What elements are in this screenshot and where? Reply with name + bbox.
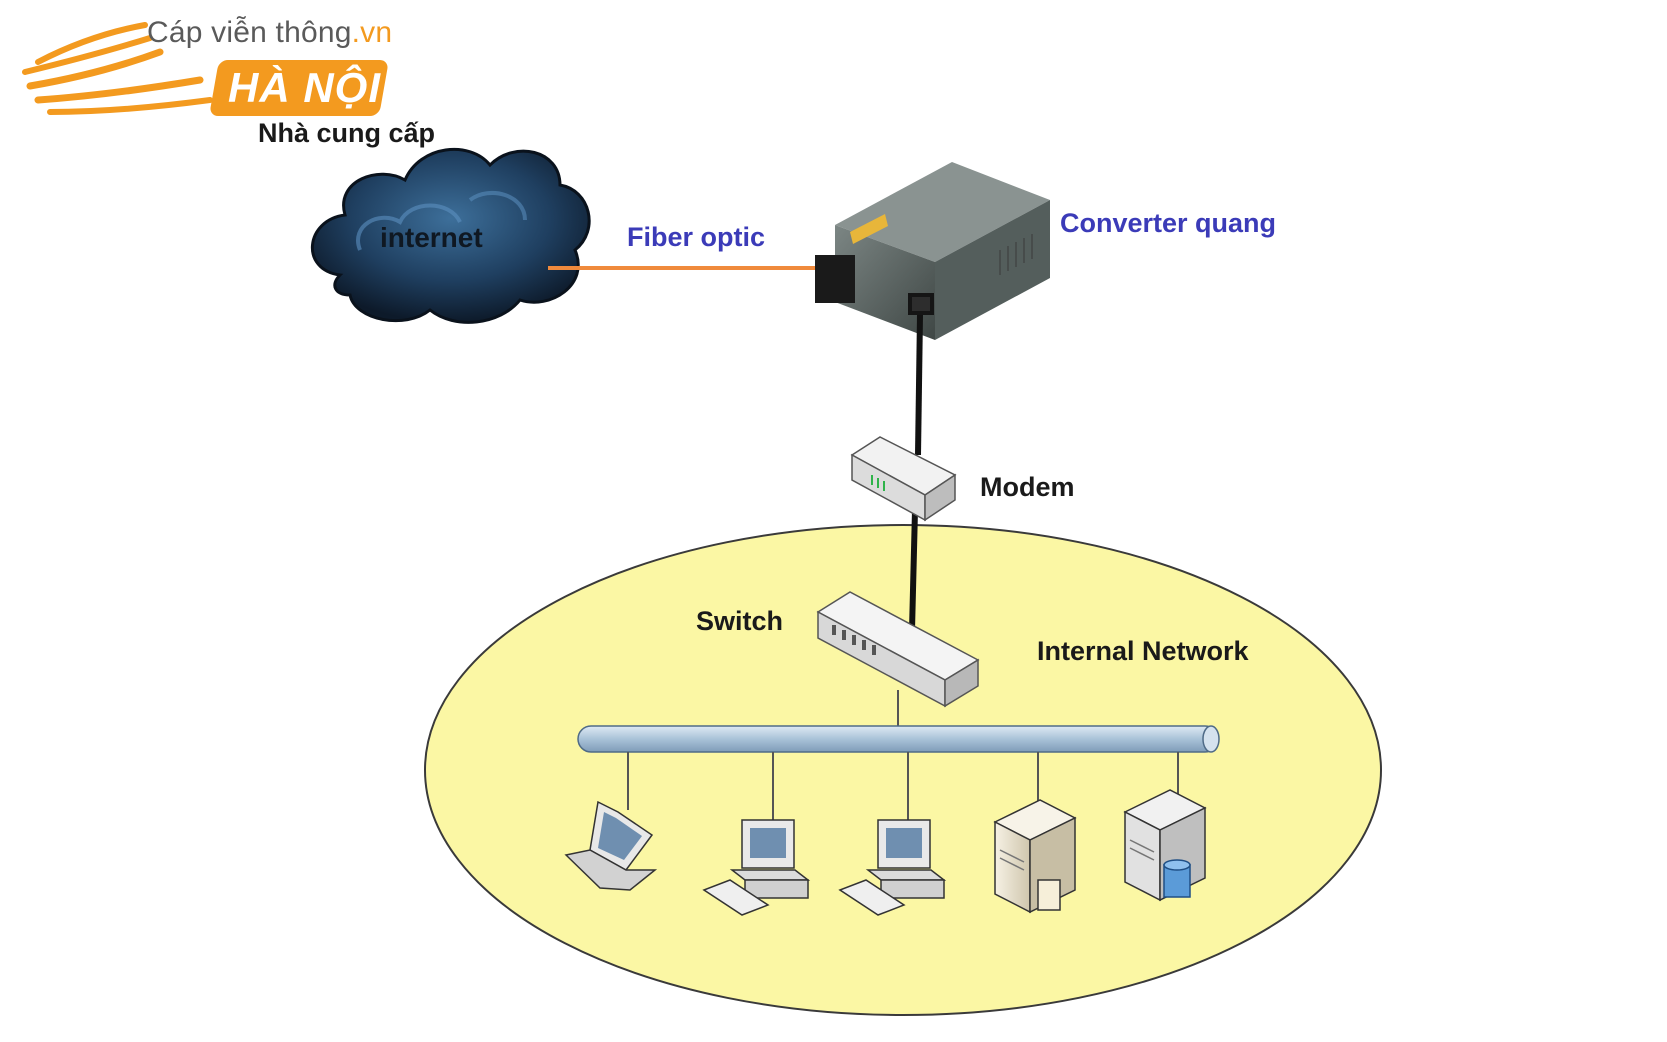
internet-cloud-icon xyxy=(311,148,591,324)
desktop-icon xyxy=(702,819,811,916)
network-bus xyxy=(577,725,1220,753)
database-server-icon xyxy=(1123,789,1207,902)
switch-label: Switch xyxy=(696,606,784,636)
desktop-icon xyxy=(838,819,947,916)
brand-logo-swoosh xyxy=(22,22,213,115)
fiber-optic-label: Fiber optic xyxy=(627,222,766,252)
internet-label: internet xyxy=(380,222,483,253)
internal-network-area xyxy=(424,524,1382,1016)
brand-site-suffix: .vn xyxy=(351,16,393,49)
brand-badge-text: HÀ NỘI xyxy=(228,64,381,111)
server-icon xyxy=(993,799,1077,914)
modem-icon xyxy=(850,436,957,522)
ethernet-cable-modem-switch xyxy=(909,509,918,631)
provider-label: Nhà cung cấp xyxy=(258,118,436,148)
brand-site-name: Cáp viễn thông xyxy=(147,16,352,49)
brand-name: Cáp viễn thông.vn xyxy=(147,16,392,50)
laptop-icon xyxy=(564,800,658,891)
ethernet-cable-converter-modem xyxy=(915,314,923,456)
converter-label: Converter quang xyxy=(1060,208,1277,238)
media-converter-icon xyxy=(815,162,1050,340)
switch-icon xyxy=(816,591,980,708)
modem-label: Modem xyxy=(980,472,1075,502)
internal-network-label: Internal Network xyxy=(1037,636,1249,666)
